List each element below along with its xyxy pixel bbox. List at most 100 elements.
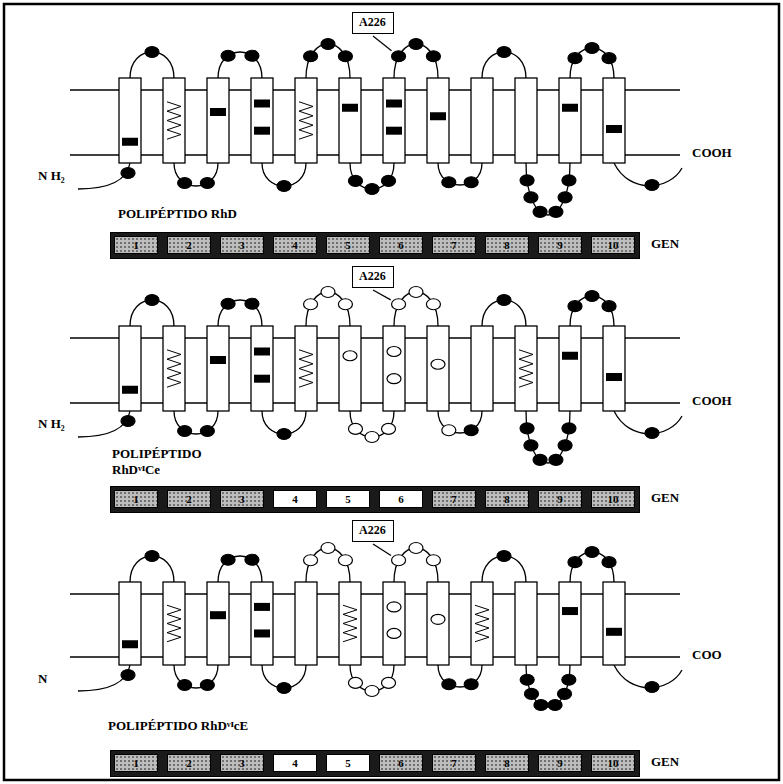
exon-box: 10 xyxy=(591,236,635,254)
terminus-label: COOH xyxy=(692,145,732,161)
residue-oval xyxy=(321,287,335,298)
residue-oval xyxy=(178,426,192,437)
exon-box: 8 xyxy=(485,236,529,254)
exon-box: 5 xyxy=(326,490,370,508)
exon-box: 10 xyxy=(591,490,635,508)
exon-box: 5 xyxy=(326,236,370,254)
exon-box: 4 xyxy=(273,754,317,772)
exon-box: 7 xyxy=(432,490,476,508)
exon-number: 7 xyxy=(451,757,457,770)
transmembrane-helix xyxy=(251,582,273,665)
helix-spring xyxy=(519,350,533,387)
transmembrane-helix xyxy=(119,582,141,665)
residue-oval xyxy=(558,440,572,451)
transmembrane-helix xyxy=(471,326,493,411)
residue-oval xyxy=(602,301,616,312)
residue-oval xyxy=(558,192,572,203)
exon-number: 3 xyxy=(239,239,245,252)
residue-mark xyxy=(122,386,138,394)
residue-mark xyxy=(386,127,402,135)
transmembrane-helix xyxy=(163,326,185,411)
residue-mark xyxy=(122,138,138,146)
exon-box: 2 xyxy=(167,490,211,508)
residue-oval xyxy=(304,51,318,62)
residue-oval xyxy=(178,680,192,691)
exon-number: 9 xyxy=(557,493,563,506)
exon-box: 1 xyxy=(114,754,158,772)
peptide-loop xyxy=(526,411,570,463)
residue-label: A226 xyxy=(359,523,387,538)
exon-number: 7 xyxy=(451,493,457,506)
residue-mark xyxy=(342,104,358,112)
residue-oval xyxy=(245,50,259,61)
transmembrane-helix xyxy=(427,78,449,163)
exon-number: 1 xyxy=(133,757,139,770)
residue-oval xyxy=(277,180,291,191)
exon-number: 10 xyxy=(608,493,619,506)
membrane-line xyxy=(70,593,680,594)
transmembrane-helix xyxy=(383,582,405,665)
residue-oval xyxy=(442,177,456,188)
exon-number: 3 xyxy=(239,757,245,770)
exon-box: 6 xyxy=(379,490,423,508)
residue-mark xyxy=(254,603,270,611)
exon-number: 8 xyxy=(504,493,510,506)
exon-number: 7 xyxy=(451,239,457,252)
residue-mark xyxy=(606,373,622,381)
residue-oval xyxy=(245,554,259,565)
membrane-line xyxy=(70,337,680,338)
transmembrane-helix xyxy=(603,582,625,665)
exon-box: 3 xyxy=(220,490,264,508)
residue-oval xyxy=(520,175,534,186)
residue-tag: A226 xyxy=(352,520,394,542)
residue-oval xyxy=(245,298,259,309)
membrane-topology xyxy=(70,287,682,466)
residue-oval xyxy=(562,423,576,434)
residue-label: A226 xyxy=(359,15,387,30)
gene-strip: GEN12345678910 xyxy=(110,750,640,777)
exon-box: 5 xyxy=(326,754,370,772)
exon-box: 9 xyxy=(538,754,582,772)
residue-oval xyxy=(548,700,562,711)
residue-oval xyxy=(585,547,599,558)
residue-oval xyxy=(645,428,659,439)
residue-oval xyxy=(568,301,582,312)
residue-oval xyxy=(200,178,214,189)
residue-mark xyxy=(606,628,622,636)
exon-number: 8 xyxy=(504,757,510,770)
transmembrane-helix xyxy=(471,582,493,665)
residue-mark xyxy=(122,640,138,648)
residue-oval xyxy=(145,551,159,562)
residue-mark xyxy=(343,351,357,361)
residue-oval xyxy=(392,555,406,566)
membrane-line xyxy=(70,402,680,403)
residue-oval xyxy=(321,39,335,50)
residue-oval xyxy=(602,53,616,64)
leader-line xyxy=(373,36,392,51)
transmembrane-helix xyxy=(295,78,317,163)
exon-number: 3 xyxy=(239,493,245,506)
exon-box: 7 xyxy=(432,236,476,254)
exon-box: 3 xyxy=(220,236,264,254)
residue-mark xyxy=(562,352,578,360)
exon-box: 1 xyxy=(114,490,158,508)
transmembrane-helix xyxy=(383,78,405,163)
helix-spring xyxy=(167,605,181,642)
residue-oval xyxy=(602,557,616,568)
exon-box: 3 xyxy=(220,754,264,772)
residue-mark xyxy=(387,374,401,384)
residue-oval xyxy=(464,425,478,436)
exon-box: 8 xyxy=(485,490,529,508)
residue-oval xyxy=(365,183,379,194)
gene-strip: GEN12345678910 xyxy=(110,232,640,259)
residue-oval xyxy=(562,175,576,186)
exon-box: 9 xyxy=(538,490,582,508)
residue-mark xyxy=(562,104,578,112)
transmembrane-helix xyxy=(207,78,229,163)
gene-strip: GEN12345678910 xyxy=(110,486,640,513)
residue-oval xyxy=(145,47,159,58)
residue-oval xyxy=(304,555,318,566)
residue-oval xyxy=(442,679,456,690)
exon-box: 4 xyxy=(273,236,317,254)
residue-oval xyxy=(338,555,352,566)
